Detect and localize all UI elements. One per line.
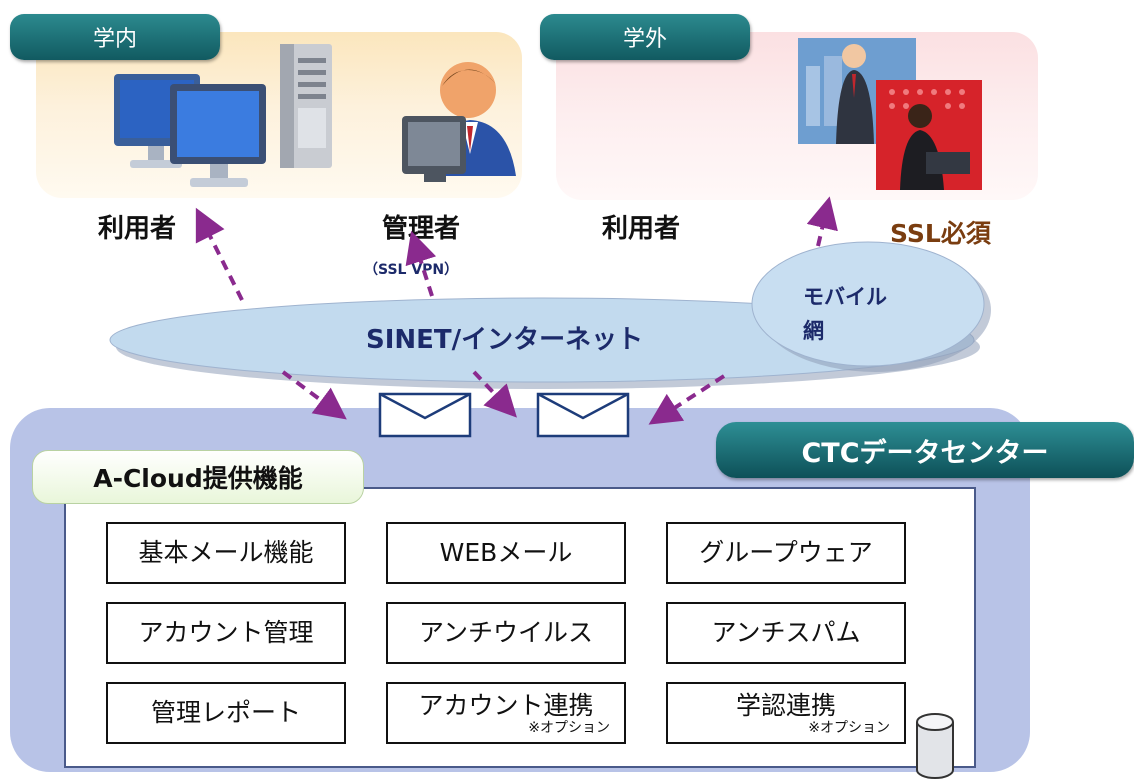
function-label: アカウント連携 (418, 691, 594, 720)
function-box-antivirus: アンチウイルス (386, 602, 626, 664)
connection-arrows (195, 196, 838, 425)
function-box-antispam: アンチスパム (666, 602, 906, 664)
arrow-to-datacenter-right (648, 374, 726, 425)
function-box-webmail: WEBメール (386, 522, 626, 584)
arrow-to-campus-user (195, 207, 244, 301)
ssl-required-label: SSL必須 (890, 219, 991, 248)
function-label: WEBメール (439, 538, 573, 567)
external-tab: 学外 (540, 14, 750, 60)
server-icon (280, 44, 332, 168)
campus-user-label: 利用者 (98, 214, 177, 244)
option-note: ※オプション (808, 720, 890, 736)
function-label: 管理レポート (150, 698, 301, 727)
arrow-to-datacenter-center (472, 370, 517, 418)
function-label: アンチウイルス (418, 618, 593, 647)
campus-tab: 学内 (10, 14, 220, 60)
network-clouds (109, 241, 991, 389)
arrow-to-datacenter-left (281, 370, 347, 420)
function-label: グループウェア (699, 538, 873, 567)
function-box-groupware: グループウェア (666, 522, 906, 584)
function-label: 基本メール機能 (138, 538, 314, 567)
mobile-network-label: モバイル 網 (803, 280, 887, 348)
function-box-admin-report: 管理レポート (106, 682, 346, 744)
function-label: アカウント管理 (138, 618, 314, 647)
function-label: アンチスパム (711, 618, 861, 647)
database-icon (916, 713, 954, 779)
function-box-account-link: アカウント連携 ※オプション (386, 682, 626, 744)
mobile-network-line2: 網 (803, 319, 824, 343)
function-label: 学認連携 (735, 691, 836, 720)
user-computers-icon (114, 74, 266, 187)
mobile-users-icon (798, 38, 982, 190)
arrow-to-external-user (806, 196, 838, 247)
administrator-icon (402, 62, 516, 182)
mail-envelope-icon-2 (536, 392, 630, 438)
mail-envelope-icon (378, 392, 472, 438)
function-box-basic-mail: 基本メール機能 (106, 522, 346, 584)
datacenter-title: CTCデータセンター (716, 422, 1134, 478)
function-box-gakunin-link: 学認連携 ※オプション (666, 682, 906, 744)
service-title: A-Cloud提供機能 (32, 450, 364, 504)
mobile-network-line1: モバイル (803, 285, 887, 309)
external-user-label: 利用者 (602, 214, 681, 244)
arrow-to-admin (405, 230, 437, 297)
function-box-account-management: アカウント管理 (106, 602, 346, 664)
option-note: ※オプション (528, 720, 610, 736)
internet-label: SINET/インターネット (366, 325, 644, 355)
